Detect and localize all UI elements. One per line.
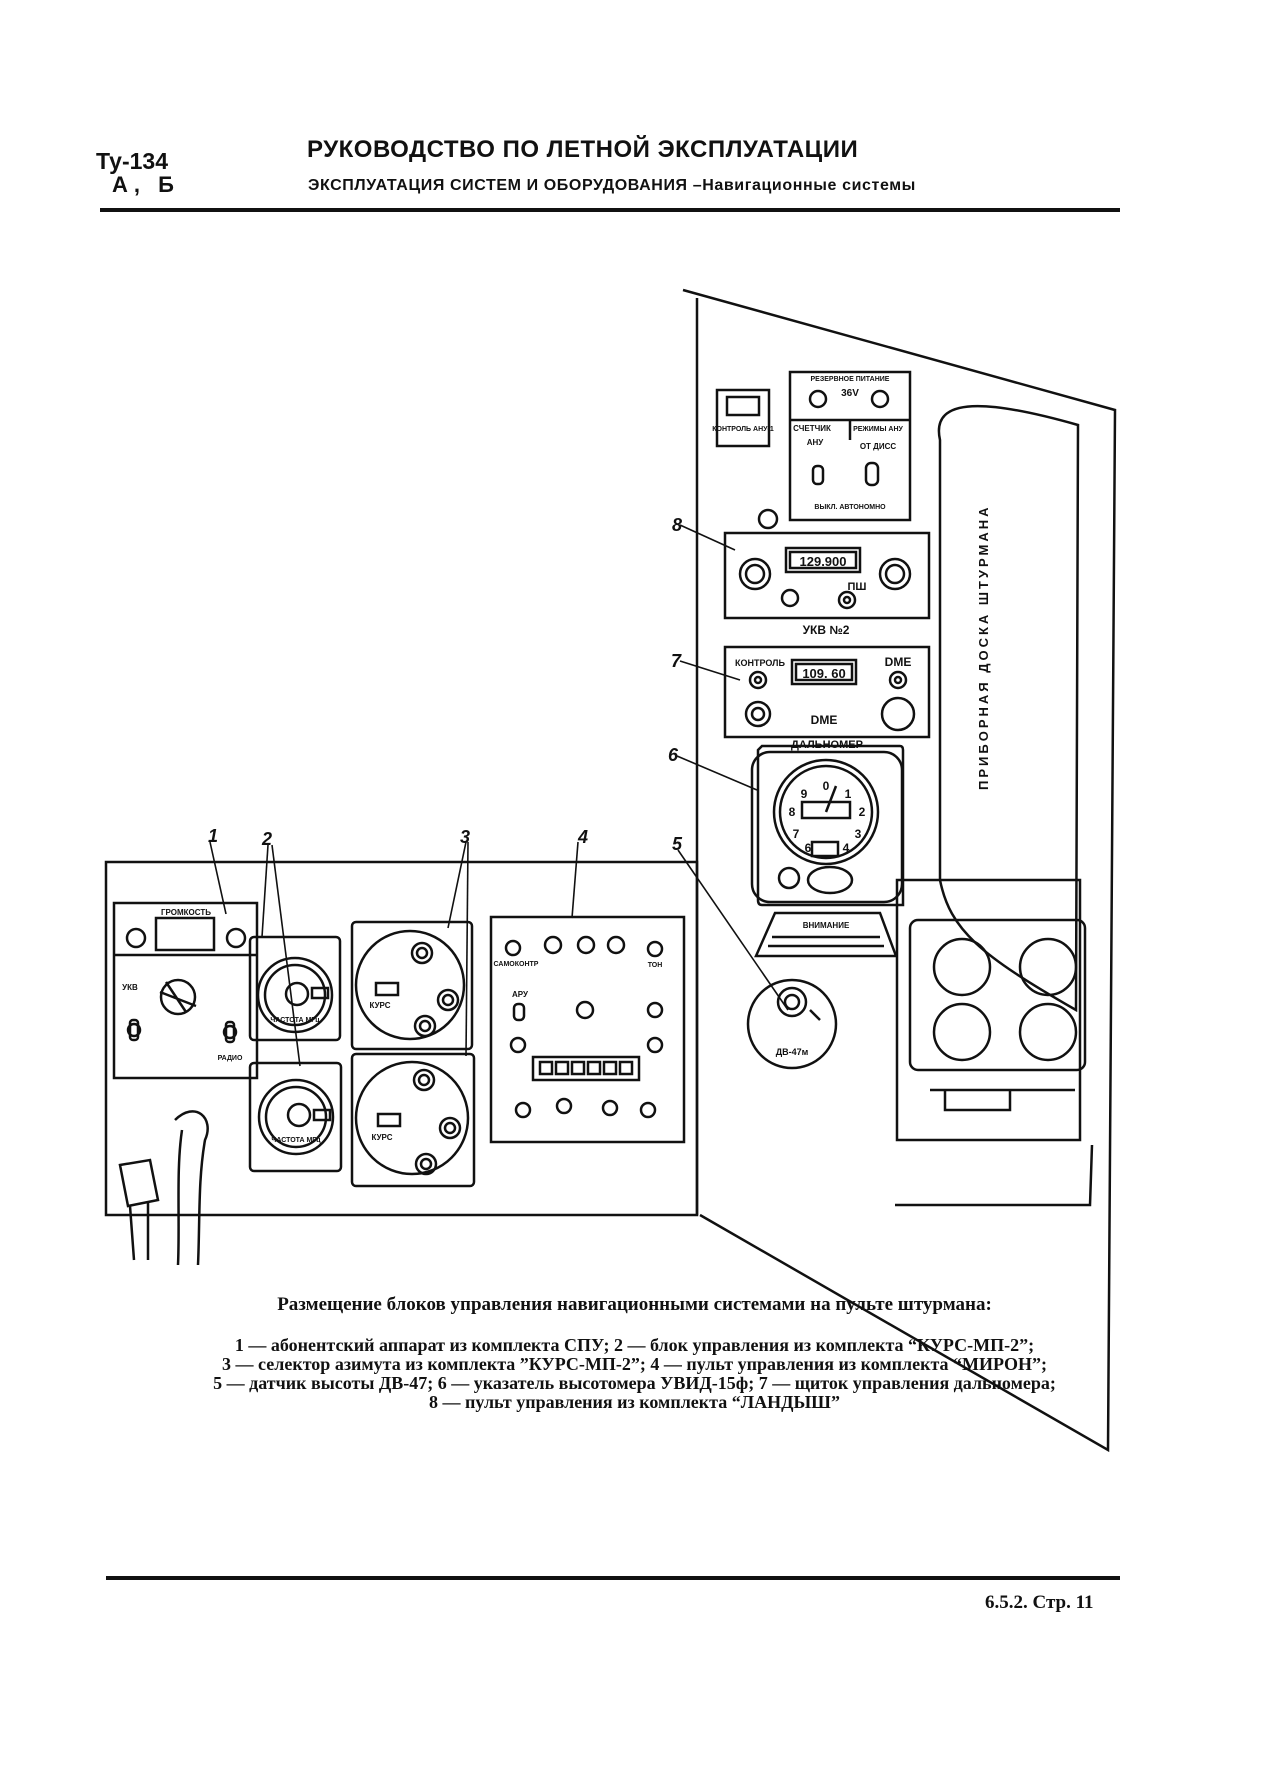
callout-8: 8 — [672, 515, 682, 535]
indicator-cluster — [908, 918, 1087, 1112]
control-anu-box: КОНТРОЛЬ АНУ-1 — [712, 388, 774, 448]
vhf-control-panel: 129.900 ПШ УКВ №2 — [723, 531, 931, 637]
ton-label: ТОН — [648, 962, 663, 969]
callout-7: 7 — [671, 651, 682, 671]
legend-line: 1 — абонентский аппарат из комплекта СПУ… — [234, 1335, 1035, 1355]
anu-panel: РЕЗЕРВНОЕ ПИТАНИЕ 36V СЧЕТЧИК РЕЖИМЫ АНУ… — [788, 370, 912, 522]
from-diss-label: ОТ ДИСС — [860, 442, 897, 451]
warning-label: ВНИМАНИЕ — [803, 921, 850, 930]
spu-subscriber-unit: ГРОМКОСТЬ УКВ РАДИО — [112, 901, 259, 1080]
kurs-label: КУРС — [372, 1133, 393, 1142]
page-subtitle: ЭКСПЛУАТАЦИЯ СИСТЕМ И ОБОРУДОВАНИЯ –Нави… — [308, 177, 916, 194]
dial-number: 6 — [805, 841, 812, 855]
dial-number: 2 — [859, 805, 866, 819]
vhf-frequency: 129.900 — [800, 554, 847, 569]
azimuth-selector-upper: КУРС — [350, 920, 474, 1051]
dial-number: 7 — [793, 827, 800, 841]
control-anu-label: КОНТРОЛЬ АНУ-1 — [712, 426, 774, 433]
azimuth-selector-lower: КУРС — [350, 1052, 476, 1188]
callout-1: 1 — [208, 826, 218, 846]
callout-5: 5 — [672, 834, 683, 854]
volume-label: ГРОМКОСТЬ — [161, 908, 211, 917]
vhf-name: УКВ №2 — [803, 623, 850, 637]
control-label: КОНТРОЛЬ — [735, 658, 785, 668]
height-sensor: ДВ-47м — [746, 978, 838, 1070]
ukv-label: УКВ — [122, 983, 138, 992]
dial-number: 9 — [801, 787, 808, 801]
console-outline — [104, 860, 699, 1217]
radio-label: РАДИО — [218, 1055, 243, 1062]
dial-number: 1 — [845, 787, 852, 801]
dme-lower-label: DME — [811, 713, 838, 727]
callout-leaders — [209, 524, 789, 1067]
off-autonomous-label: ВЫКЛ. АВТОНОМНО — [814, 504, 886, 511]
dme-frequency: 109. 60 — [802, 666, 845, 681]
figure-caption: Размещение блоков управления навигационн… — [277, 1294, 992, 1315]
callout-4: 4 — [577, 827, 588, 847]
header-rule — [100, 208, 1120, 212]
rangefinder-label: ДАЛЬНОМЕР — [791, 739, 863, 751]
modes-anu-label: РЕЖИМЫ АНУ — [853, 426, 903, 433]
headset-plug — [118, 1110, 209, 1266]
dial-number: 8 — [789, 805, 796, 819]
miron-control-panel: САМОКОНТР ТОН АРУ — [489, 915, 686, 1144]
footer-rule — [106, 1576, 1120, 1580]
freq-mhz-label: ЧАСТОТА МГц — [271, 1137, 321, 1144]
altimeter-indicator: ДАЛЬНОМЕР 9 0 1 8 2 7 3 6 4 — [750, 739, 905, 907]
kurs-label: КУРС — [370, 1001, 391, 1010]
dme-label: DME — [885, 655, 912, 669]
page-title: РУКОВОДСТВО ПО ЛЕТНОЙ ЭКСПЛУАТАЦИИ — [307, 136, 859, 163]
dial-number: 4 — [843, 841, 850, 855]
callout-2: 2 — [261, 829, 272, 849]
sensor-label: ДВ-47м — [776, 1047, 809, 1057]
self-check-label: САМОКОНТР — [494, 961, 539, 968]
figure-legend: 1 — абонентский аппарат из комплекта СПУ… — [0, 1336, 1269, 1412]
kurs-control-block-lower: ЧАСТОТА МГц — [248, 1061, 343, 1173]
freq-mhz-label: ЧАСТОТА МГц — [270, 1017, 320, 1024]
dme-control-panel: КОНТРОЛЬ DME 109. 60 DME — [723, 645, 931, 739]
board-label: ПРИБОРНАЯ ДОСКА ШТУРМАНА — [976, 505, 991, 791]
callout-3: 3 — [460, 827, 470, 847]
aru-label: АРУ — [512, 990, 529, 999]
panel-lamp — [757, 508, 779, 530]
legend-line: 3 — селектор азимута из комплекта ”КУРС-… — [222, 1354, 1047, 1374]
aircraft-variant: А, Б — [112, 172, 180, 197]
legend-line: 5 — датчик высоты ДВ-47; 6 — указатель в… — [213, 1373, 1056, 1393]
legend-line: 8 — пульт управления из комплекта “ЛАНДЫ… — [429, 1392, 840, 1412]
instrument-panel-outline — [682, 288, 1117, 1453]
dial-number: 3 — [855, 827, 862, 841]
reserve-power-label: РЕЗЕРВНОЕ ПИТАНИЕ — [811, 376, 890, 383]
psh-label: ПШ — [848, 581, 867, 593]
warning-plate: ВНИМАНИЕ — [754, 911, 898, 958]
36v-label: 36V — [841, 388, 859, 399]
aircraft-model: Ту-134 — [96, 148, 168, 174]
page-number: 6.5.2. Стр. 11 — [985, 1592, 1094, 1613]
counter-label: СЧЕТЧИК — [793, 424, 831, 433]
anu-label: АНУ — [807, 438, 825, 447]
dial-number: 0 — [823, 779, 830, 793]
callout-6: 6 — [668, 745, 679, 765]
